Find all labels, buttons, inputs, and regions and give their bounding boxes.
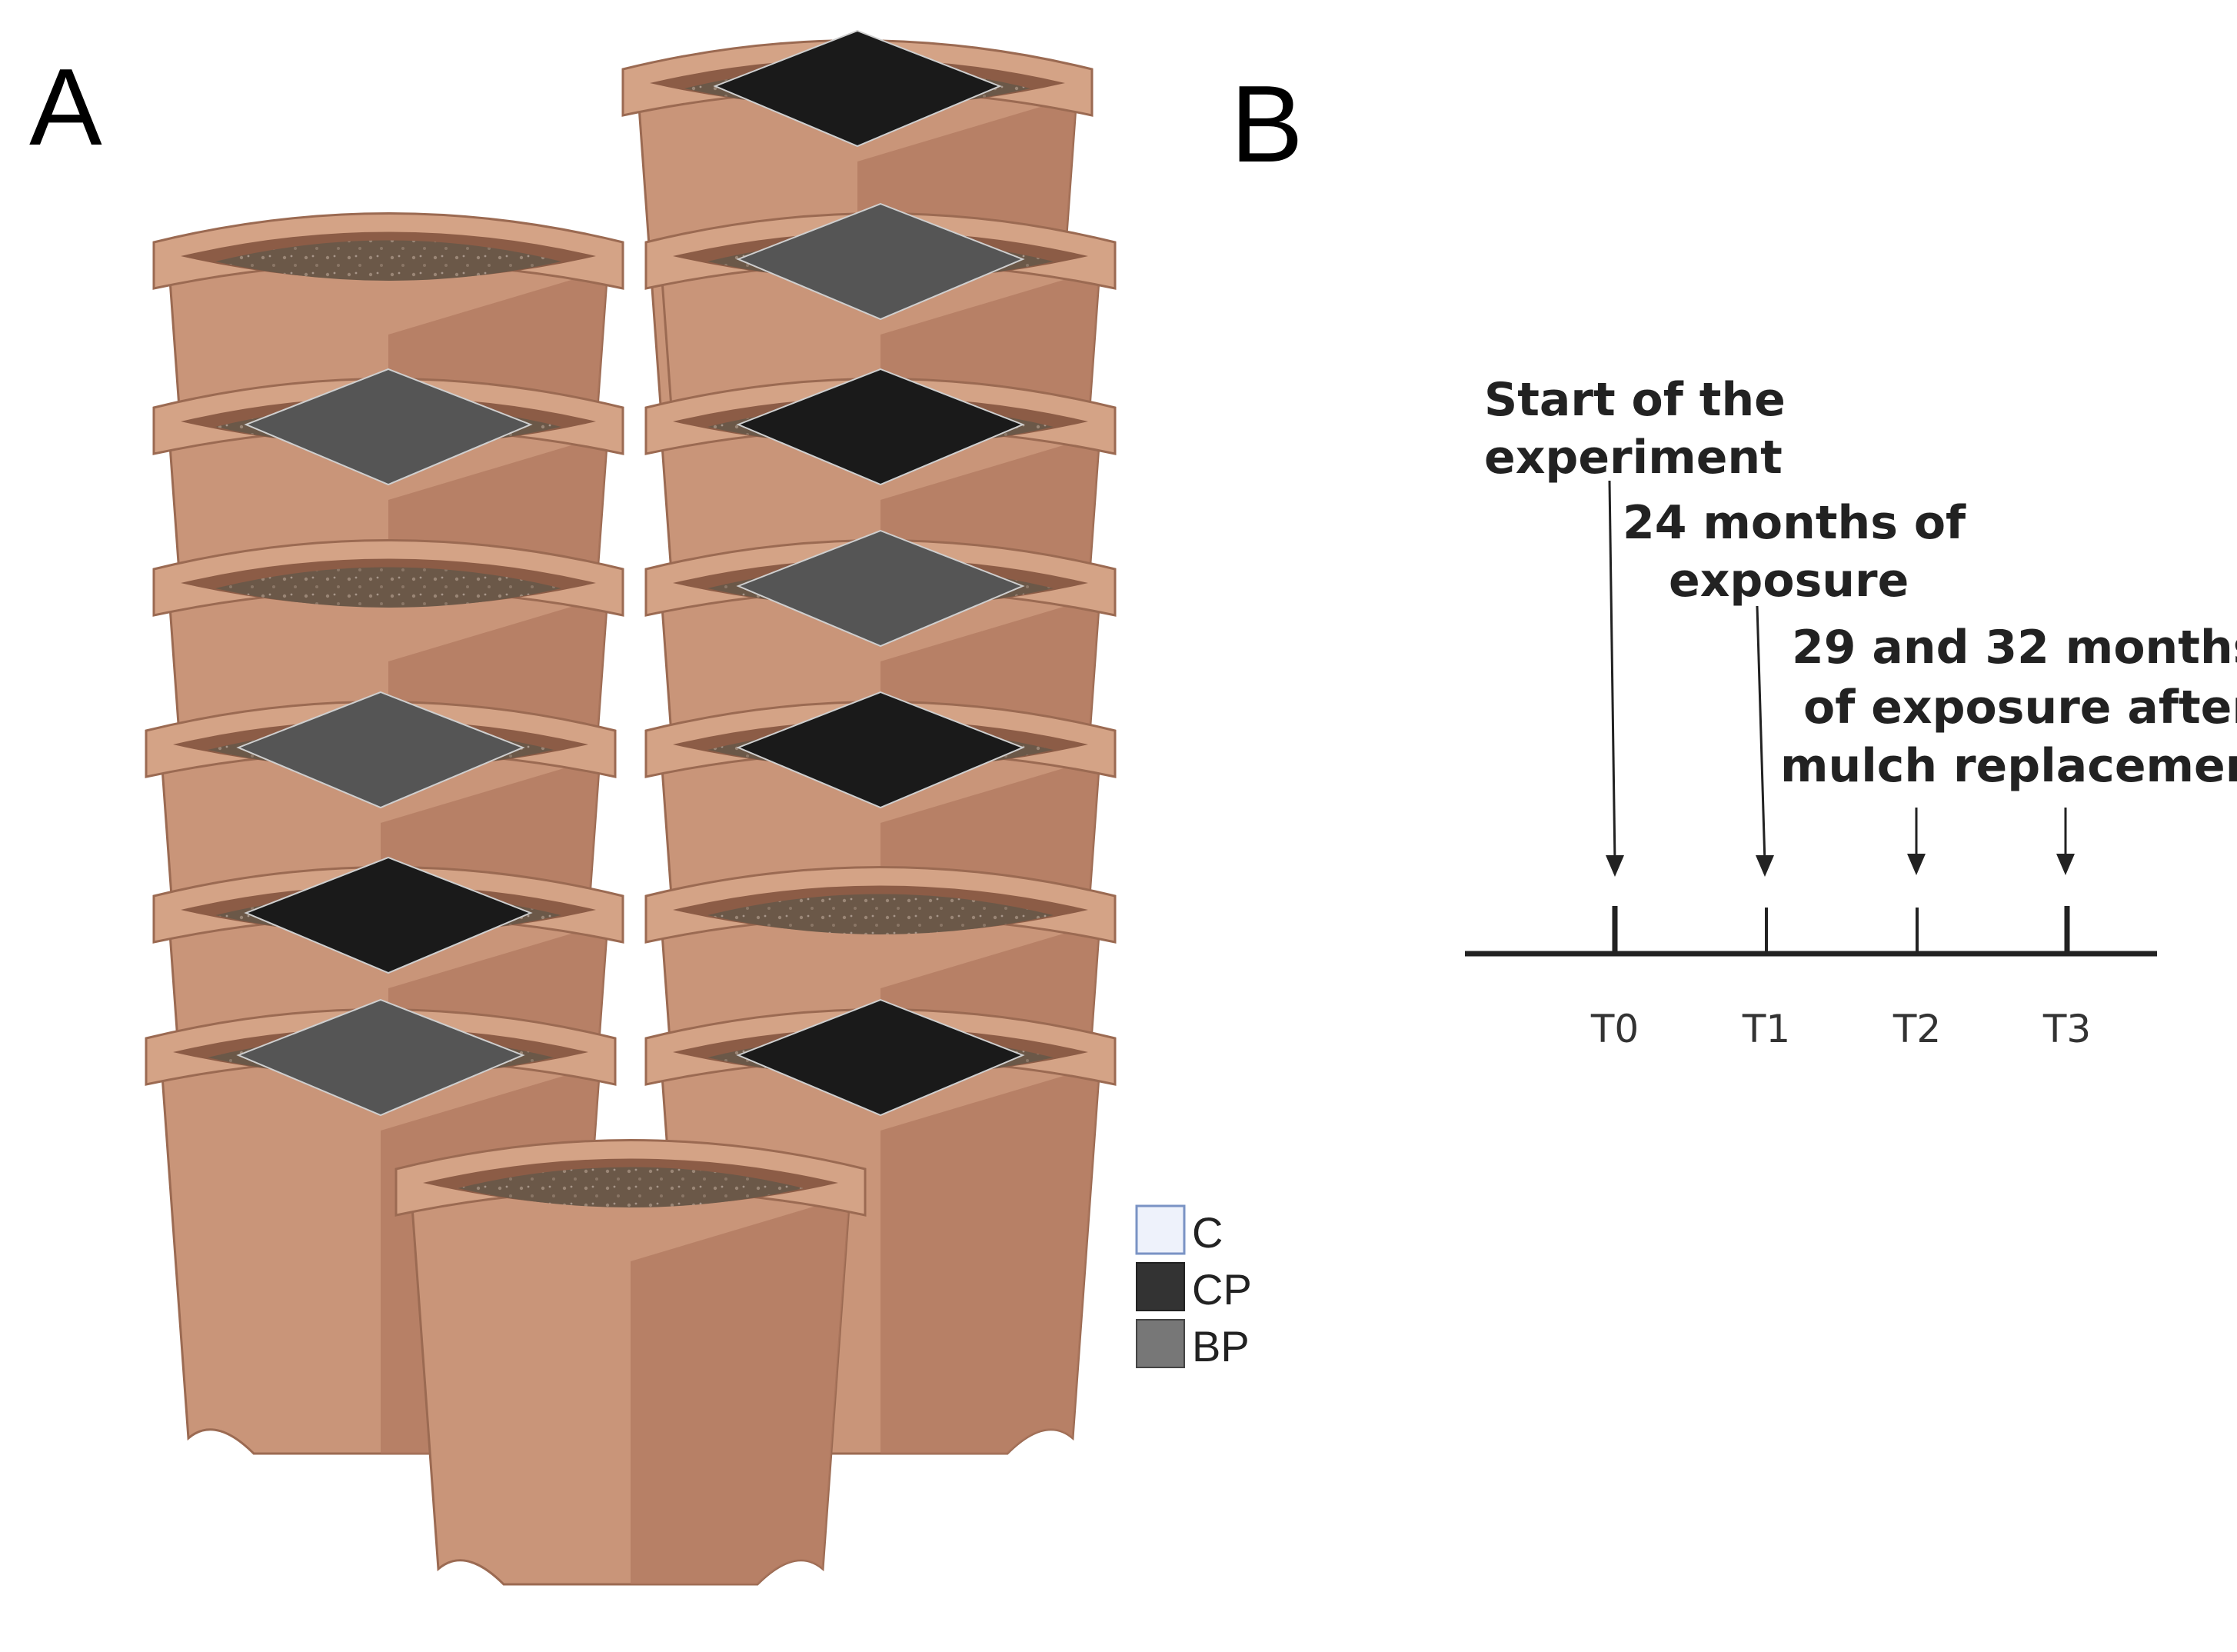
annotation-t1-line-1: 24 months of xyxy=(1623,496,1966,550)
soil xyxy=(458,1167,804,1207)
mulch-cover-cp xyxy=(244,856,533,974)
mulch-cover-cp xyxy=(736,998,1025,1117)
pot-c xyxy=(394,1139,867,1586)
soil xyxy=(707,894,1054,934)
annotation-t1: 24 months of exposure xyxy=(1623,496,1966,608)
legend-item-c: C xyxy=(1135,1204,1223,1257)
legend-item-cp: CP xyxy=(1136,1262,1252,1314)
mulch-cover-cp xyxy=(736,691,1025,809)
mulch-cover-bp xyxy=(244,368,533,486)
tick-label-t0: T0 xyxy=(1590,1007,1639,1051)
mulch-cover-bp xyxy=(236,998,525,1117)
legend: C CP BP xyxy=(1135,1204,1252,1371)
pot-side-shade xyxy=(880,1065,1100,1454)
legend-label-c: C xyxy=(1192,1208,1223,1257)
legend-swatch-bp xyxy=(1136,1319,1185,1368)
annotation-t2-t3: 29 and 32 months of exposure after mulch… xyxy=(1780,621,2237,793)
mulch-cover-bp xyxy=(236,691,525,809)
panel-letter-a: A xyxy=(29,46,102,168)
annotation-start-line-1: Start of the xyxy=(1484,373,1786,427)
annotation-start: Start of the experiment xyxy=(1484,373,1786,485)
legend-swatch-c xyxy=(1135,1204,1186,1255)
timeline: Start of the experiment 24 months of exp… xyxy=(1465,373,2237,1051)
annotation-t2t3-line-1: 29 and 32 months xyxy=(1792,621,2237,674)
arrow-t0 xyxy=(1606,480,1624,877)
mulch-cover-bp xyxy=(736,202,1025,321)
tick-label-t3: T3 xyxy=(2042,1007,2091,1051)
pot-side-shade xyxy=(631,1196,850,1584)
mulch-cover-bp xyxy=(736,529,1025,648)
arrow-t2 xyxy=(1907,808,1926,875)
legend-swatch-cp xyxy=(1136,1262,1185,1311)
annotation-t2t3-line-3: mulch replacement xyxy=(1780,739,2237,793)
legend-label-cp: CP xyxy=(1192,1265,1252,1314)
soil xyxy=(215,567,561,608)
arrow-t1 xyxy=(1756,605,1774,877)
soil xyxy=(215,240,561,281)
tick-label-t2: T2 xyxy=(1892,1007,1941,1051)
pot-stack xyxy=(145,29,1117,1586)
mulch-cover-cp xyxy=(713,29,1002,148)
tick-label-t1: T1 xyxy=(1742,1007,1790,1051)
arrow-t3 xyxy=(2056,808,2075,875)
annotation-t2t3-line-2: of exposure after xyxy=(1803,681,2237,734)
panel-letter-b: B xyxy=(1230,63,1303,185)
annotation-t1-line-2: exposure xyxy=(1669,554,1909,608)
legend-label-bp: BP xyxy=(1192,1322,1250,1371)
mulch-cover-cp xyxy=(736,368,1025,486)
legend-item-bp: BP xyxy=(1136,1319,1250,1371)
annotation-start-line-2: experiment xyxy=(1484,431,1783,485)
